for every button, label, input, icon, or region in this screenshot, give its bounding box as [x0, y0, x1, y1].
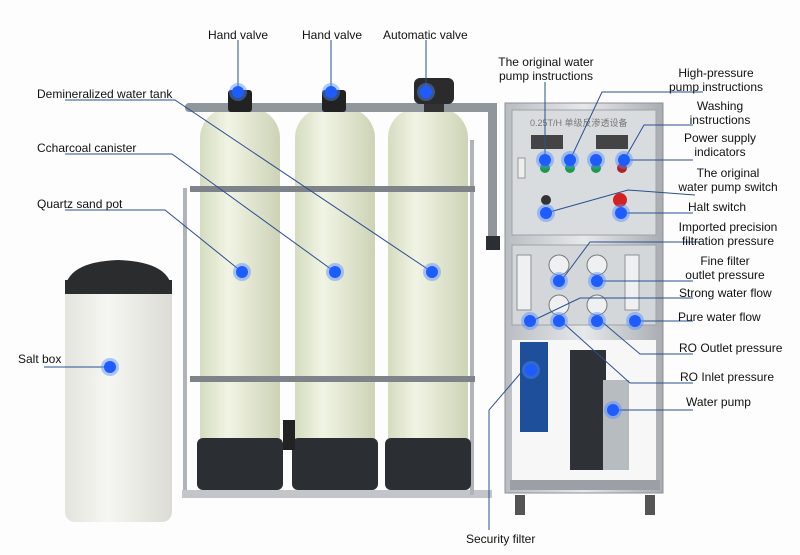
marker-ro-inlet [553, 315, 565, 327]
marker-demineralized-tank [426, 266, 438, 278]
marker-hand-valve-2 [325, 86, 337, 98]
marker-imported-precision [553, 275, 565, 287]
label-hand-valve-2: Hand valve [302, 28, 363, 42]
marker-high-pressure-pump [564, 154, 576, 166]
label-fine-filter-outlet-pressure: Fine filter outlet pressure [685, 254, 765, 282]
label-pure-water-flow: Pure water flow [678, 310, 761, 324]
label-halt-switch: Halt switch [688, 200, 747, 214]
marker-water-pump [607, 404, 619, 416]
label-hand-valve-1: Hand valve [208, 28, 269, 42]
marker-power-supply [618, 154, 630, 166]
label-ro-outlet-pressure: RO Outlet pressure [679, 341, 783, 355]
label-strong-water-flow: Strong water flow [679, 286, 772, 300]
marker-charcoal-canister [329, 266, 341, 278]
marker-salt-box [104, 361, 116, 373]
marker-pure-water-flow [629, 315, 641, 327]
label-power-supply-indicators: Power supply indicators [683, 131, 757, 159]
marker-original-pump-switch [540, 207, 552, 219]
label-original-pump-switch: The original water pump switch [678, 166, 778, 194]
marker-halt-switch [615, 207, 627, 219]
leader-lines [44, 40, 703, 530]
marker-washing [590, 154, 602, 166]
marker-hand-valve-1 [232, 86, 244, 98]
marker-fine-filter [591, 275, 603, 287]
label-salt-box: Salt box [18, 352, 62, 366]
marker-security-filter [525, 364, 537, 376]
label-automatic-valve: Automatic valve [383, 28, 468, 42]
marker-original-pump-instructions [539, 154, 551, 166]
svg-text:0.25T/H 单级反渗透设备: 0.25T/H 单级反渗透设备 [530, 117, 628, 128]
marker-strong-water-flow [524, 315, 536, 327]
ro-unit-shape: 0.25T/H 单级反渗透设备 [504, 102, 664, 515]
label-water-pump: Water pump [686, 395, 751, 409]
label-ro-inlet-pressure: RO Inlet pressure [680, 370, 775, 384]
tanks [190, 108, 475, 490]
label-demineralized-water-tank: Demineralized water tank [37, 87, 173, 101]
label-quartz-sand-pot: Quartz sand pot [37, 197, 123, 211]
label-imported-precision-filtration: Imported precision filtration pressure [678, 220, 778, 248]
label-washing-instructions: Washing instructions [689, 99, 751, 127]
salt-box-shape [65, 260, 172, 522]
label-security-filter: Security filter [466, 532, 536, 546]
marker-quartz-sand-pot [236, 266, 248, 278]
marker-automatic-valve [420, 86, 432, 98]
label-charcoal-canister: Ccharcoal canister [37, 141, 137, 155]
label-original-pump-instructions: The original water pump instructions [498, 55, 594, 83]
label-high-pressure-pump: High-pressure pump instructions [668, 66, 764, 94]
marker-ro-outlet [591, 315, 603, 327]
